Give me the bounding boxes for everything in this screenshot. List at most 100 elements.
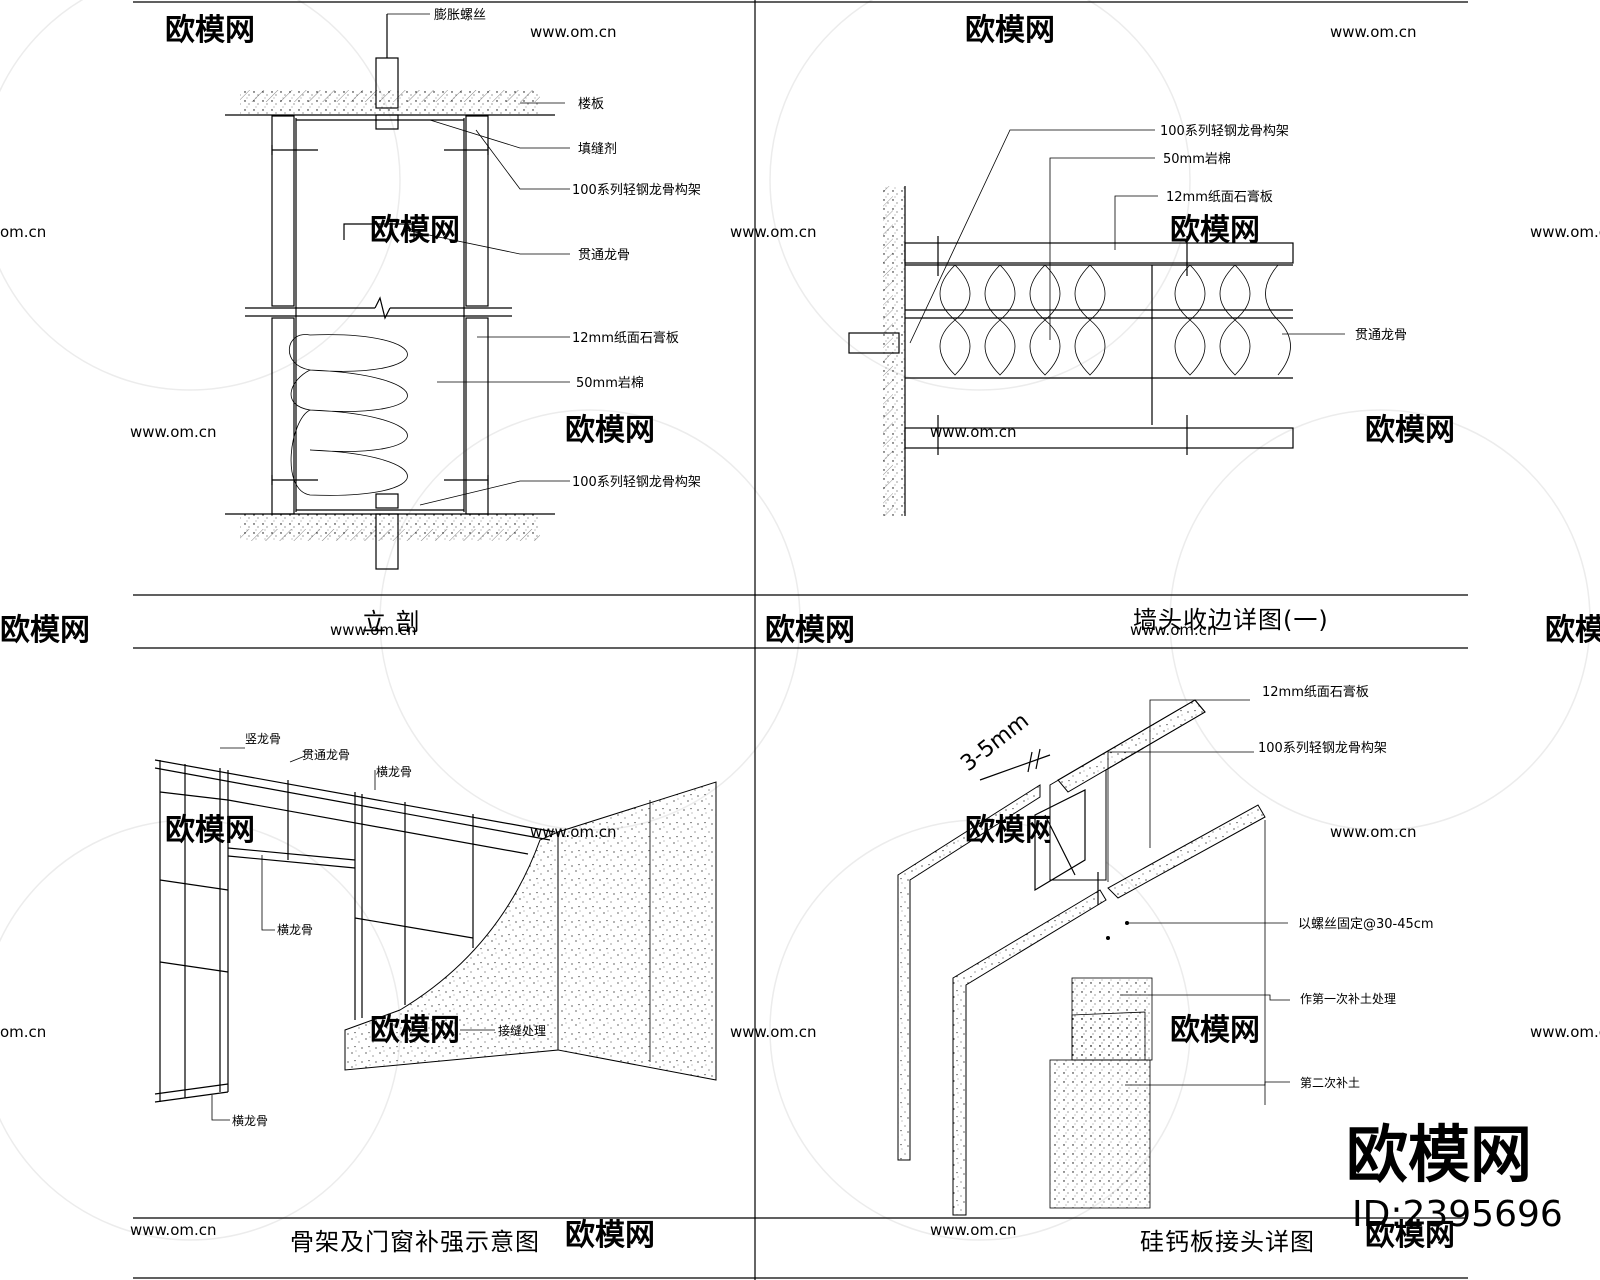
leader-lines [1107,699,1290,1105]
anchor-nut [375,114,399,130]
label-steel-frame: 100系列轻钢龙骨构架 [572,475,701,490]
watermark-url: om.cn [0,223,46,241]
label-expansion-bolt: 膨胀螺丝 [434,8,486,23]
panel-title: 墙头收边详图(一) [1133,606,1329,634]
label-through-channel: 贯通龙骨 [578,248,630,263]
watermark-url: www.om.cn [1330,823,1417,841]
anchor-bolt [848,332,900,354]
label-rock-wool: 50mm岩棉 [576,376,644,391]
stamp-logo: 欧模网 [1346,1118,1532,1191]
second-patch [1049,1059,1151,1209]
panel-title: 骨架及门窗补强示意图 [290,1228,540,1256]
ground-slab-hatch [240,529,540,541]
label-second-patch: 第二次补土 [1300,1076,1360,1090]
leader-lines [211,747,495,1121]
watermark-url: www.om.cn [1330,23,1417,41]
gypsum-board-right [465,115,489,307]
watermark-url: www.om.cn [930,1221,1017,1239]
panel-elevation-section: 膨胀螺丝 楼板 填缝剂 100系列轻钢龙骨构架 贯通龙骨 12mm纸面石膏板 5… [225,8,701,636]
gypsum-board-right [465,317,489,515]
screw-set [937,236,1188,455]
watermark-brand: 欧模网 [565,1218,655,1253]
label-gypsum-board: 12mm纸面石膏板 [1166,189,1273,205]
label-gypsum-board: 12mm纸面石膏板 [1262,684,1369,700]
rock-wool-insulation [288,334,408,496]
leader-lines [909,129,1345,344]
label-first-patch: 作第一次补土处理 [1300,992,1396,1006]
gypsum-board-left [897,784,1041,1161]
label-steel-frame: 100系列轻钢龙骨构架 [1160,124,1289,139]
panel-title: 硅钙板接头详图 [1140,1228,1315,1256]
screw-point [1106,936,1110,940]
label-horizontal-track: 横龙骨 [376,765,412,779]
dimension-3-5mm [979,748,1051,781]
watermark-layer: 欧模网 欧模网 欧模网 欧模网 欧模网 欧模网 欧模网 欧模网 欧模网 欧模网 … [0,0,1600,1253]
anchor-bolt [375,513,399,570]
label-steel-frame: 100系列轻钢龙骨构架 [572,183,701,198]
label-through-channel: 贯通龙骨 [1355,328,1407,343]
panel-title: 立 剖 [362,608,421,636]
break-symbol [374,296,391,320]
gypsum-board-top [904,242,1294,264]
watermark-url: www.om.cn [930,423,1017,441]
watermark-brand: 欧模网 [165,813,255,848]
stamp-id: ID:2395696 [1352,1194,1563,1235]
stud-cavity [905,265,1293,425]
label-horizontal-track: 横龙骨 [232,1114,268,1128]
anchor-nut [375,493,399,509]
watermark-brand: 欧模网 [1365,1218,1455,1253]
rock-wool-insulation [939,264,1291,376]
watermark-stamp: 欧模网 ID:2395696 [1346,1118,1563,1235]
watermark-brand: 欧模网 [1170,1013,1260,1048]
watermark-url: www.om.cn [130,423,217,441]
screw-point [1125,921,1129,925]
watermark-url: www.om.cn [330,621,417,639]
screw-set [271,145,489,485]
watermark-brand: 欧模网 [965,13,1055,48]
gypsum-board-side-wall [557,781,717,1081]
watermark-brand: 欧模网 [765,613,855,648]
leader-lines [387,13,570,506]
label-joint-treatment: 接缝处理 [498,1023,546,1038]
watermark-brand: 欧模网 [565,413,655,448]
watermark-brand: 欧模网 [1170,213,1260,248]
floor-slab-hatch [240,90,540,102]
label-horizontal-track: 横龙骨 [277,923,313,937]
gypsum-board-front-right [1107,804,1266,899]
label-rock-wool: 50mm岩棉 [1163,152,1231,167]
watermark-url: om.cn [0,1023,46,1041]
label-floor-slab: 楼板 [578,97,604,112]
label-gypsum-board: 12mm纸面石膏板 [572,330,679,346]
watermark-url: www.om.cn [1530,223,1600,241]
watermark-brand: 欧模网 [0,613,90,648]
watermark-url: www.om.cn [730,223,817,241]
gypsum-board-front-left [952,889,1107,1216]
panel-wall-end-detail: 100系列轻钢龙骨构架 50mm岩棉 12mm纸面石膏板 贯通龙骨 墙头收边详图… [848,124,1407,634]
panel-board-joint-detail: 3-5mm 12mm纸面石膏板 100系列轻钢龙骨构架 以螺丝固定@30-45c… [897,684,1434,1256]
watermark-brand: 欧模网 [1545,613,1600,648]
watermark-url: www.om.cn [130,1221,217,1239]
label-gap-dimension: 3-5mm [956,709,1033,777]
gypsum-board-bottom [904,427,1294,449]
gypsum-board-front-wall [344,831,559,1071]
watermark-url: www.om.cn [730,1023,817,1041]
label-vertical-stud: 竖龙骨 [245,732,281,746]
watermark-brand: 欧模网 [370,213,460,248]
label-sealant: 填缝剂 [578,142,617,157]
concrete-wall-hatch [883,186,893,516]
steel-stud [1034,789,1099,905]
gypsum-board-edge [1057,699,1206,793]
watermark-url: www.om.cn [1530,1023,1600,1041]
watermark-brand: 欧模网 [165,13,255,48]
gypsum-board-left [271,317,295,515]
first-patch-overlap [1071,1011,1146,1061]
panel-frame-opening-reinforcement: 竖龙骨 贯通龙骨 横龙骨 横龙骨 接缝处理 横龙骨 骨架及门窗补强示意图 [154,732,717,1256]
gypsum-board-left [271,115,295,307]
watermark-brand: 欧模网 [1365,413,1455,448]
watermark-url: www.om.cn [1130,621,1217,639]
steel-frame [154,759,556,1103]
label-steel-frame: 100系列轻钢龙骨构架 [1258,741,1387,756]
sheet-frame [133,0,1468,1280]
label-through-channel: 贯通龙骨 [302,748,350,762]
